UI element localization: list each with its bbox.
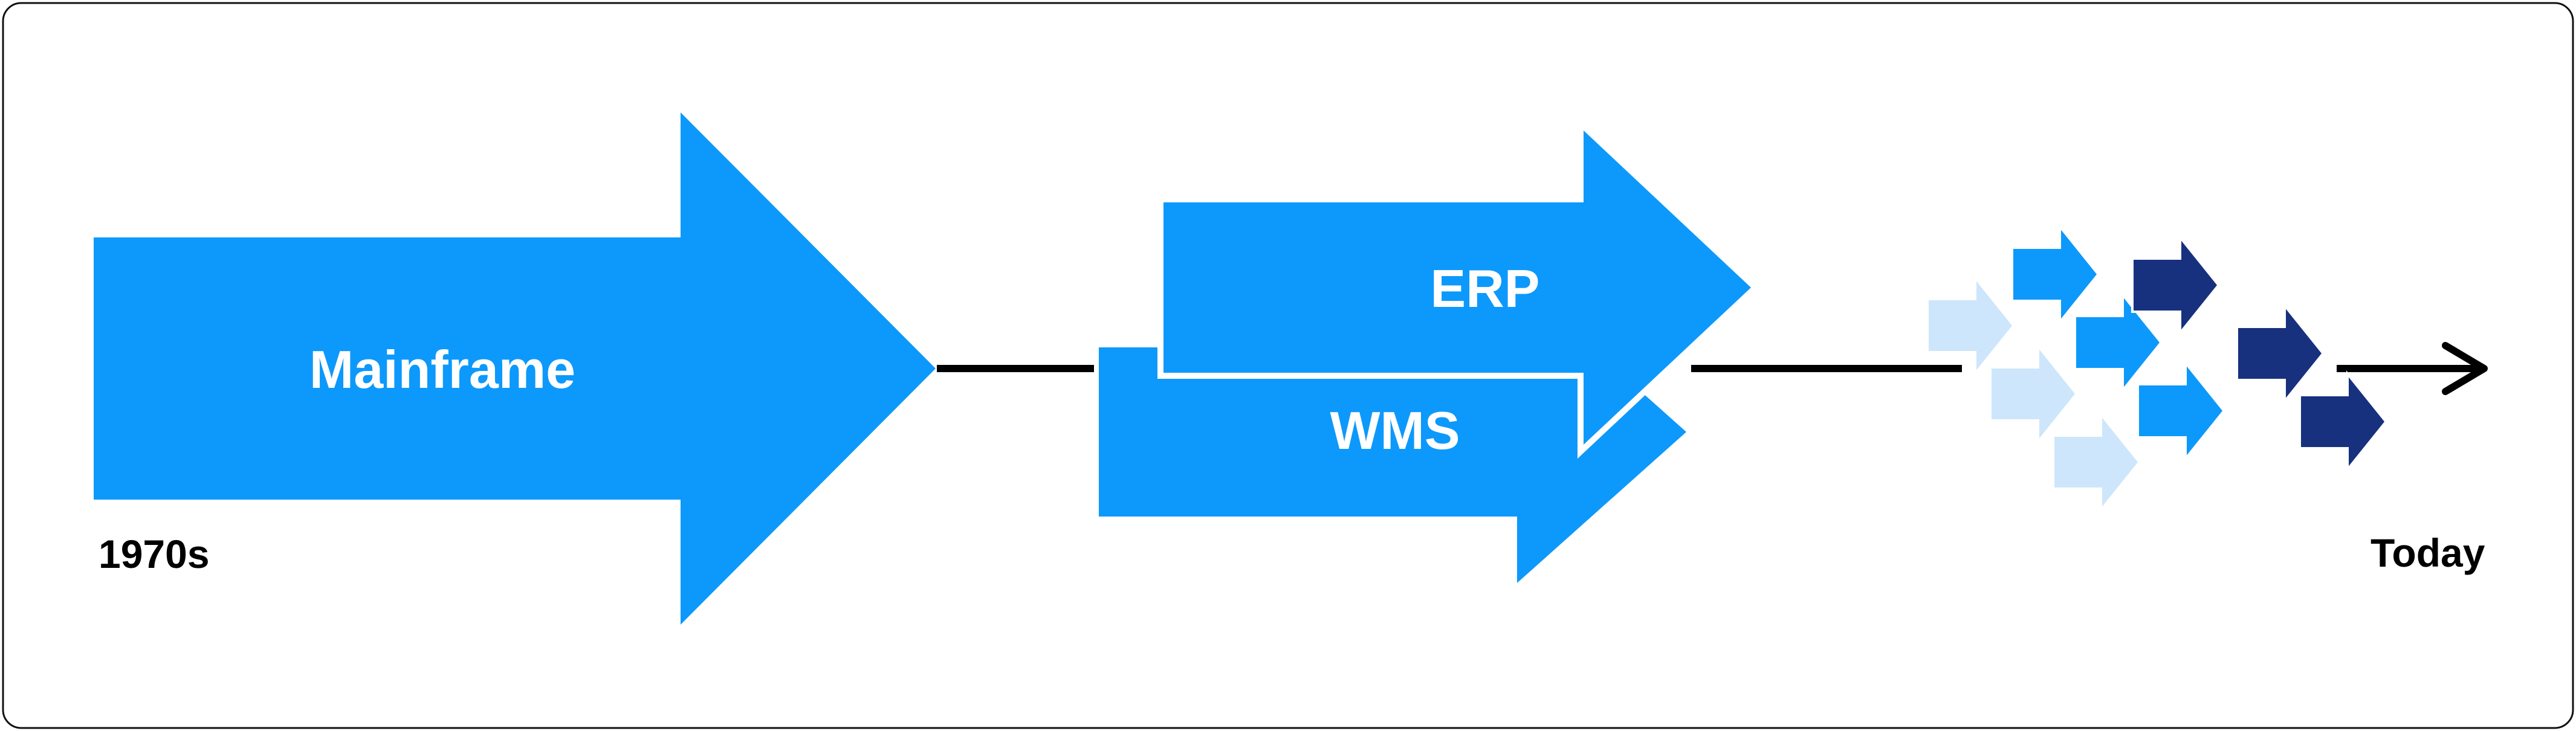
timeline-start-label: 1970s xyxy=(99,532,210,576)
small-arrow-light_blue xyxy=(2052,411,2141,514)
small-arrow-navy xyxy=(2236,302,2325,405)
mainframe-arrow-shape xyxy=(94,112,936,625)
erp-arrow-label: ERP xyxy=(1431,259,1540,318)
small-arrow-primary_blue xyxy=(2011,223,2100,326)
timeline-end-label: Today xyxy=(2371,530,2485,575)
small-arrow-light_blue xyxy=(1989,343,2079,445)
wms-arrow-label: WMS xyxy=(1330,401,1460,460)
small-arrow-navy xyxy=(2131,234,2221,337)
small-arrow-light_blue xyxy=(1926,274,2016,377)
small-arrow-primary_blue xyxy=(2137,359,2226,462)
evolution-arrow-cluster xyxy=(1926,223,2388,514)
mainframe-arrow-label: Mainframe xyxy=(309,340,575,399)
erp-arrow-shape xyxy=(1157,116,1760,459)
timeline-arrowhead-icon xyxy=(2442,342,2488,395)
small-arrow-primary_blue xyxy=(2074,291,2163,394)
small-arrow-navy xyxy=(2299,370,2388,473)
